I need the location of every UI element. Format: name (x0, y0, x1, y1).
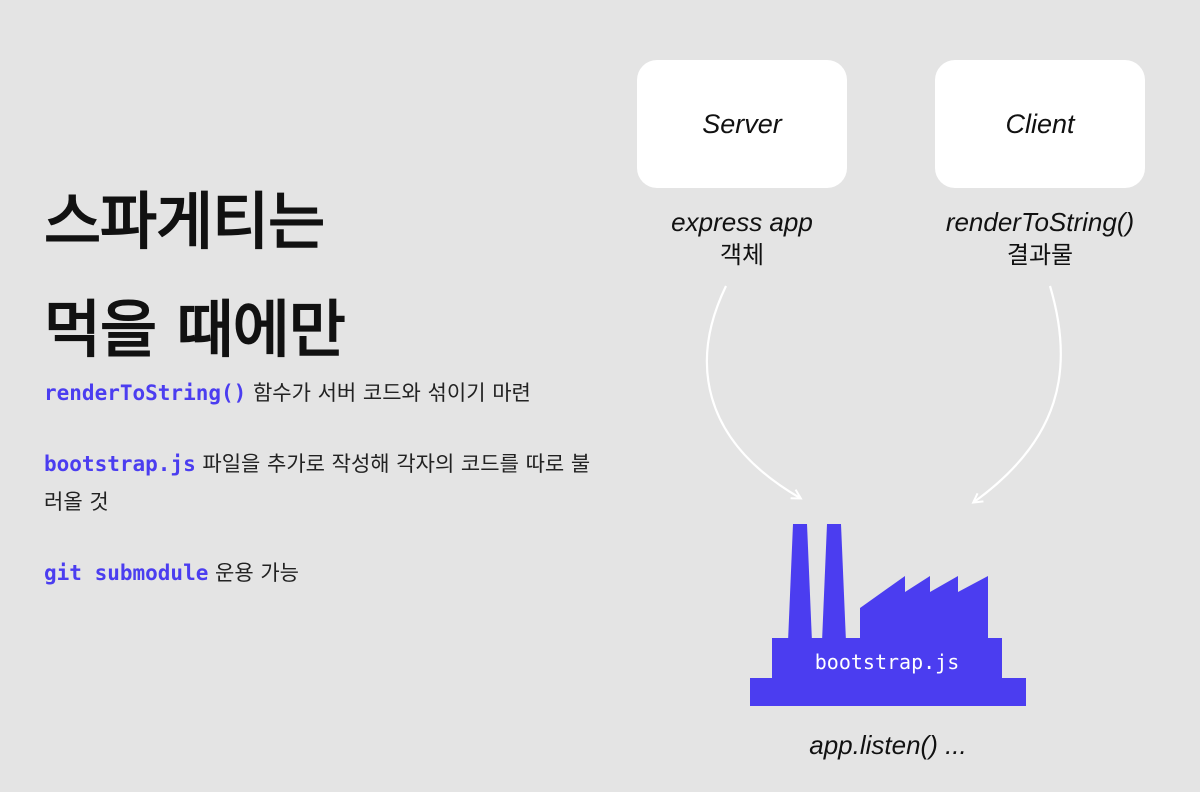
title-line-2: 먹을 때에만 (44, 293, 346, 366)
bullet-code: git submodule (44, 561, 209, 585)
bullet-list: renderToString() 함수가 서버 코드와 섞이기 마련 boots… (44, 374, 604, 625)
slide-title: 스파게티는 먹을 때에만 (44, 168, 346, 384)
client-box: Client (935, 60, 1145, 188)
server-box: Server (637, 60, 847, 188)
bullet-text: 파일을 추가로 작성해 각자의 코드를 따로 불러올 것 (44, 452, 591, 514)
client-label: Client (1005, 108, 1075, 139)
client-caption-line-2: 결과물 (1006, 241, 1074, 269)
bullet-item: bootstrap.js 파일을 추가로 작성해 각자의 코드를 따로 불러올 … (44, 445, 604, 521)
bullet-item: renderToString() 함수가 서버 코드와 섞이기 마련 (44, 374, 604, 412)
server-caption: express app 객체 (622, 206, 862, 272)
client-to-factory-arrow (974, 285, 1062, 502)
bullet-item: git submodule 운용 가능 (44, 554, 604, 592)
server-caption-line-2: 객체 (719, 241, 765, 269)
factory-icon (750, 524, 1026, 706)
server-label: Server (702, 108, 782, 139)
bullet-code: renderToString() (44, 381, 247, 405)
bullet-text: 운용 가능 (208, 561, 300, 585)
bullet-text: 함수가 서버 코드와 섞이기 마련 (246, 381, 531, 405)
server-to-factory-arrow (705, 285, 800, 498)
client-caption: renderToString() 결과물 (905, 206, 1175, 272)
bullet-code: bootstrap.js (44, 452, 196, 476)
title-line-1: 스파게티는 (44, 185, 325, 258)
bottom-caption: app.listen() ... (809, 730, 967, 760)
client-caption-line-1: renderToString() (945, 207, 1135, 237)
factory-label: bootstrap.js (815, 650, 960, 674)
server-caption-line-1: express app (671, 207, 813, 237)
